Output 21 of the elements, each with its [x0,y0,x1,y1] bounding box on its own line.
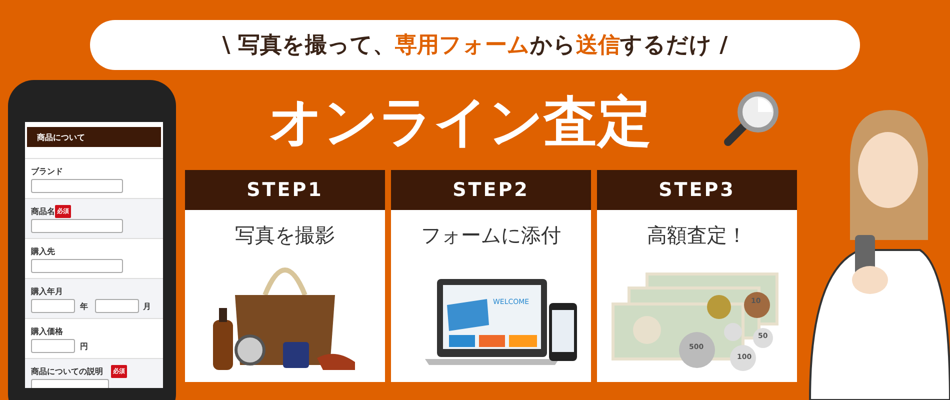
step-caption: 写真を撮影 [234,222,336,249]
field-label: 購入年月 [31,286,63,297]
step-heading: STEP1 [185,170,385,210]
step-heading: STEP2 [391,170,591,210]
step-heading: STEP3 [597,170,797,210]
field-label: 購入先 [31,246,55,257]
step-caption: 高額査定！ [646,222,748,249]
unit-label: 月 [143,301,151,312]
step-card [185,170,385,382]
field-label: 商品についての説明 [31,366,103,377]
tagline: \ 写真を撮って、専用フォームから送信するだけ / [222,32,728,60]
headline: オンライン査定 [268,89,652,155]
step-card [597,170,797,382]
field-label: 商品名 [31,206,55,217]
field-label: ブランド [31,166,63,177]
step-card [391,170,591,382]
unit-label: 円 [80,341,88,352]
form-heading: 商品について [37,132,85,143]
unit-label: 年 [80,301,88,312]
step-caption: フォームに添付 [420,222,562,249]
field-label: 購入価格 [31,326,63,337]
